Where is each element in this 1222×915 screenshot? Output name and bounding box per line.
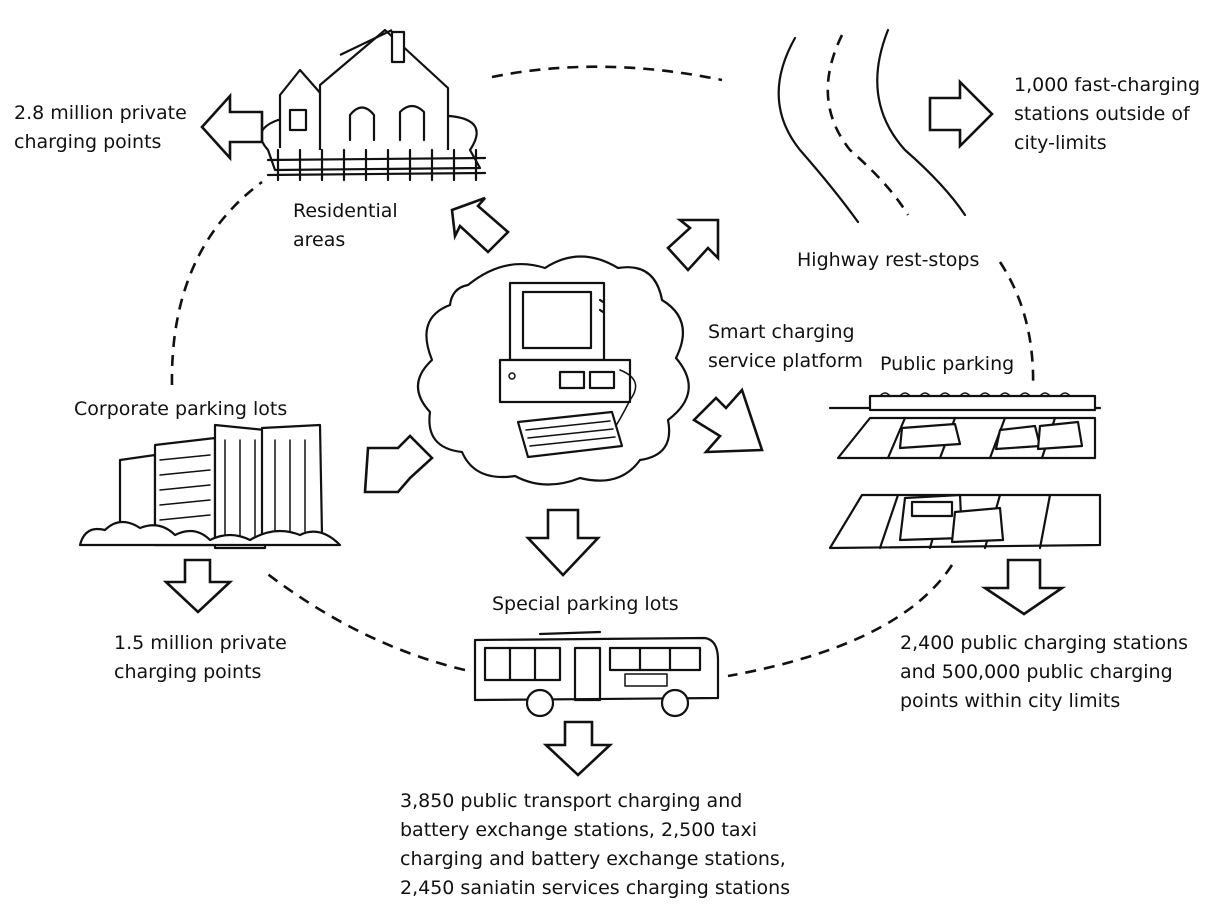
residential-stat-arrow	[200, 92, 264, 162]
house-icon	[259, 28, 487, 182]
special-parking-stat-line-2: battery exchange stations, 2,500 taxi	[400, 819, 758, 841]
special-parking-stat-line-1: 3,850 public transport charging and	[400, 790, 743, 812]
residential-label: Residential areas	[293, 197, 398, 255]
highway-stat: 1,000 fast-charging stations outside of …	[1014, 71, 1200, 158]
dashed-ring	[170, 65, 1035, 678]
hub-arrow-to-residential	[450, 196, 510, 254]
corporate-stat: 1.5 million private charging points	[114, 629, 287, 687]
residential-stat: 2.8 million private charging points	[14, 99, 187, 157]
special-parking-stat: 3,850 public transport charging and batt…	[400, 787, 790, 903]
hub-arrow-to-special-parking	[524, 508, 602, 577]
public-parking-stat-line-3: points within city limits	[900, 690, 1121, 712]
highway-stat-arrow	[928, 78, 994, 150]
public-parking-stat-arrow	[980, 558, 1067, 616]
hub-arrow-to-public-parking	[691, 387, 764, 454]
public-parking-label-line-1: Public parking	[880, 353, 1015, 375]
special-parking-stat-line-4: 2,450 saniatin services charging station…	[400, 877, 791, 899]
office-building-icon	[78, 423, 342, 550]
special-parking-stat-line-3: charging and battery exchange stations,	[400, 848, 786, 870]
public-parking-stat-line-1: 2,400 public charging stations	[900, 632, 1189, 654]
corporate-label-line-1: Corporate parking lots	[74, 398, 288, 420]
highway-stat-line-2: stations outside of	[1014, 103, 1190, 125]
residential-label-line-2: areas	[293, 229, 346, 251]
hub-label: Smart charging service platform	[708, 318, 863, 376]
hub-arrow-to-corporate	[363, 434, 434, 494]
hub-label-line-2: service platform	[708, 350, 863, 372]
desktop-computer-in-cloud-icon	[416, 255, 690, 486]
road-icon	[777, 28, 967, 224]
public-parking-label: Public parking	[880, 350, 1014, 379]
bus-icon	[473, 630, 720, 718]
residential-label-line-1: Residential	[293, 200, 398, 222]
corporate-label: Corporate parking lots	[74, 395, 287, 424]
special-parking-label: Special parking lots	[492, 590, 679, 619]
highway-stat-line-3: city-limits	[1014, 132, 1107, 154]
hub-arrow-to-highway	[666, 218, 720, 272]
highway-label: Highway rest-stops	[797, 246, 979, 275]
highway-stat-line-1: 1,000 fast-charging	[1014, 74, 1201, 96]
public-parking-stat-line-2: and 500,000 public charging	[900, 661, 1173, 683]
residential-stat-line-2: charging points	[14, 131, 162, 153]
corporate-stat-line-1: 1.5 million private	[114, 632, 287, 654]
parking-lot-icon	[828, 392, 1102, 550]
special-parking-label-line-1: Special parking lots	[492, 593, 679, 615]
corporate-stat-line-2: charging points	[114, 661, 262, 683]
hub-label-line-1: Smart charging	[708, 321, 855, 343]
corporate-stat-arrow	[162, 558, 234, 614]
public-parking-stat: 2,400 public charging stations and 500,0…	[900, 629, 1188, 716]
highway-label-line-1: Highway rest-stops	[797, 249, 980, 271]
residential-stat-line-1: 2.8 million private	[14, 102, 187, 124]
special-parking-stat-arrow	[542, 720, 614, 777]
